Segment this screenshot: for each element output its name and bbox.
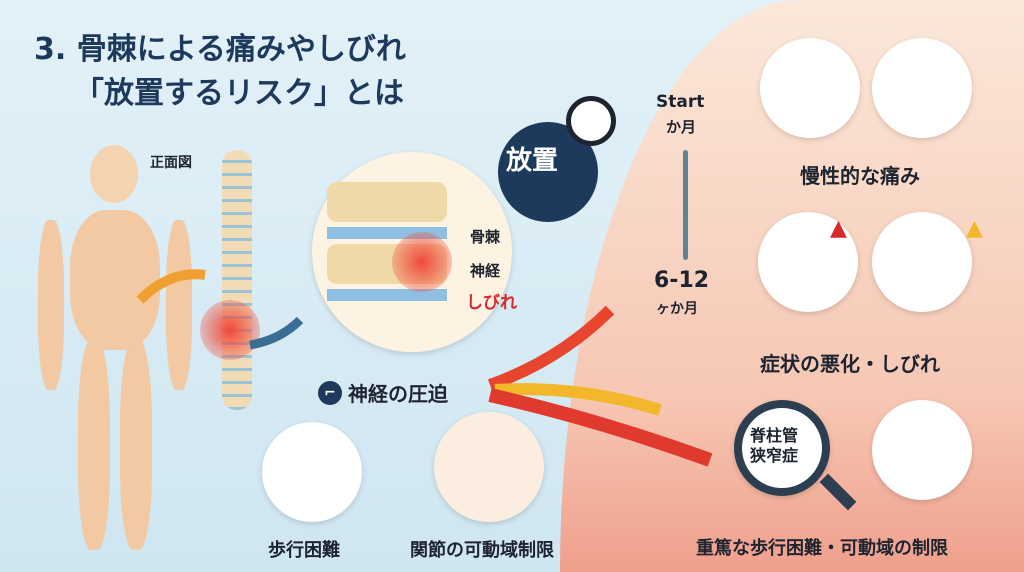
stenosis-magnifier <box>734 400 830 496</box>
arrow-blue <box>249 316 304 350</box>
timeline-bar <box>683 150 688 260</box>
arrow-orange <box>136 269 206 304</box>
stopwatch-icon <box>566 96 616 146</box>
numbness-label: しびれ <box>466 293 517 313</box>
timeline-end-unit: ヶか月 <box>656 301 698 317</box>
knee-image <box>434 412 544 522</box>
worsening-label: 症状の悪化・しびれ <box>760 352 940 376</box>
pain-glow <box>200 300 260 360</box>
arrow-red-up <box>487 305 615 391</box>
worsening-image-2 <box>872 212 972 312</box>
chronic-pain-image-2 <box>872 38 972 138</box>
foot-icon: ⌐ <box>318 380 342 405</box>
walking-label: 歩行困難 <box>268 540 340 561</box>
arrow-yellow <box>494 383 662 416</box>
spine-closeup-circle <box>312 152 512 352</box>
arrow-red-down <box>488 388 713 467</box>
warning-icon: ▲ <box>966 216 983 241</box>
walking-image <box>262 422 362 522</box>
timeline-start: Start <box>656 92 705 112</box>
front-view-label: 正面図 <box>150 155 192 171</box>
bone-spur-label: 骨棘 <box>470 228 501 246</box>
nerve-compression-text: 神経の圧迫 <box>348 382 448 406</box>
timeline-end: 6-12 <box>654 268 710 293</box>
title-line-2: 「放置するリスク」とは <box>74 76 404 111</box>
severe-label: 重篤な歩行困難・可動域の制限 <box>696 538 948 559</box>
spine-illustration <box>222 150 252 410</box>
chronic-pain-label: 慢性的な痛み <box>800 164 920 188</box>
chronic-pain-image-1 <box>760 38 860 138</box>
joint-label: 関節の可動域制限 <box>410 540 554 561</box>
title-line-1: 3. 骨棘による痛みやしびれ <box>34 32 406 67</box>
timeline-start-unit: か月 <box>666 118 697 136</box>
stenosis-label: 脊柱管 狭窄症 <box>750 426 799 465</box>
warning-icon: ▲ <box>830 216 847 241</box>
skeleton-illustration <box>30 140 200 560</box>
nerve-label: 神経 <box>470 262 501 280</box>
severe-image <box>872 400 972 500</box>
neglect-label: 放置 <box>506 146 559 176</box>
worsening-image-1 <box>758 212 858 312</box>
page-title: 3. 骨棘による痛みやしびれ 「放置するリスク」とは <box>34 28 406 116</box>
nerve-compression-label: ⌐ 神経の圧迫 <box>318 378 448 407</box>
